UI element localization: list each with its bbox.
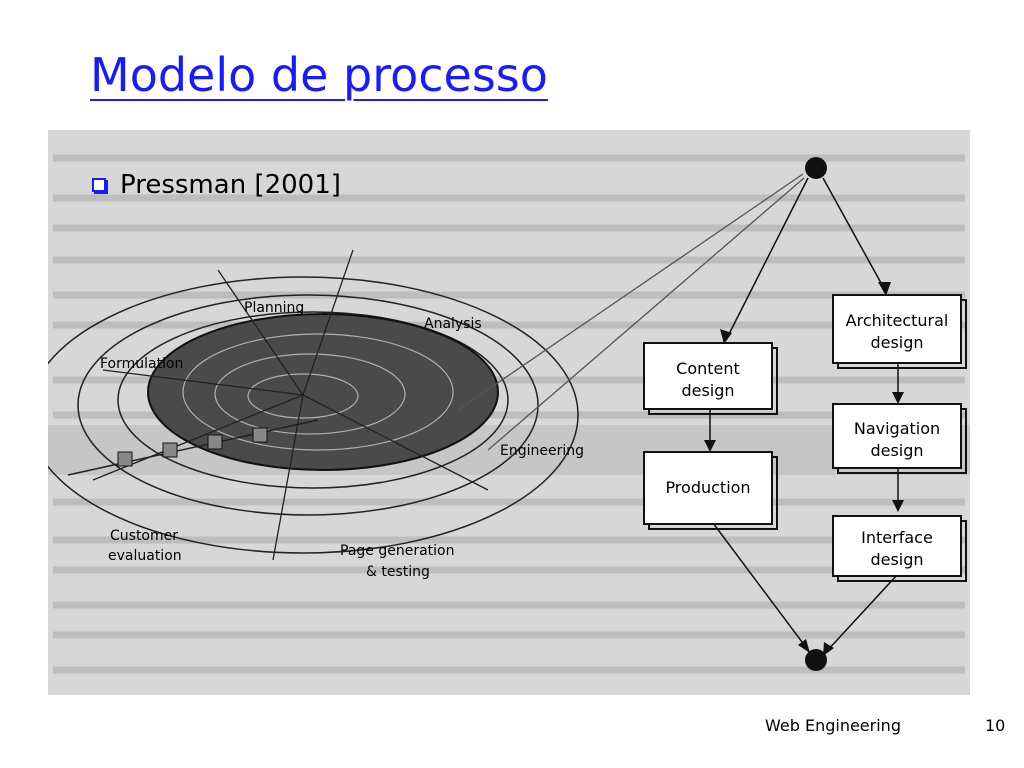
spiral-core — [147, 313, 499, 471]
box-navigation — [832, 403, 962, 469]
bullet-item: Pressman [2001] — [92, 170, 341, 200]
end-node — [805, 649, 827, 671]
page-number: 10 — [985, 716, 1006, 735]
box-architectural-line2: design — [870, 333, 923, 352]
design-boxes — [643, 294, 962, 577]
box-architectural-line1: Architectural — [846, 311, 949, 330]
box-architectural — [832, 294, 962, 364]
process-diagram-svg: Planning Analysis Formulation Engineerin… — [48, 154, 970, 674]
scan-background — [53, 154, 965, 674]
box-interface-line2: design — [870, 550, 923, 569]
box-content-line2: design — [681, 381, 734, 400]
bullet-checkbox-icon — [92, 178, 106, 192]
box-production — [643, 451, 773, 525]
box-interface-line1: Interface — [861, 528, 933, 547]
label-planning: Planning — [244, 300, 304, 316]
label-customer: Customer — [110, 528, 178, 544]
process-diagram: Planning Analysis Formulation Engineerin… — [48, 130, 970, 695]
box-content-line1: Content — [676, 359, 740, 378]
box-navigation-line2: design — [870, 441, 923, 460]
footer-label: Web Engineering — [765, 716, 901, 735]
label-formulation: Formulation — [100, 356, 183, 372]
label-evaluation: evaluation — [108, 548, 182, 564]
slide-title: Modelo de processo — [90, 48, 548, 102]
label-analysis: Analysis — [424, 316, 482, 332]
box-interface — [832, 515, 962, 577]
bullet-text: Pressman [2001] — [120, 170, 341, 200]
start-node — [805, 157, 827, 179]
iteration-markers — [117, 427, 268, 467]
label-page-generation: Page generation — [340, 543, 454, 559]
box-navigation-line1: Navigation — [854, 419, 940, 438]
box-production-line1: Production — [665, 478, 750, 497]
label-engineering: Engineering — [500, 443, 584, 459]
label-testing: & testing — [366, 564, 430, 580]
box-content — [643, 342, 773, 410]
spiral — [48, 276, 579, 554]
